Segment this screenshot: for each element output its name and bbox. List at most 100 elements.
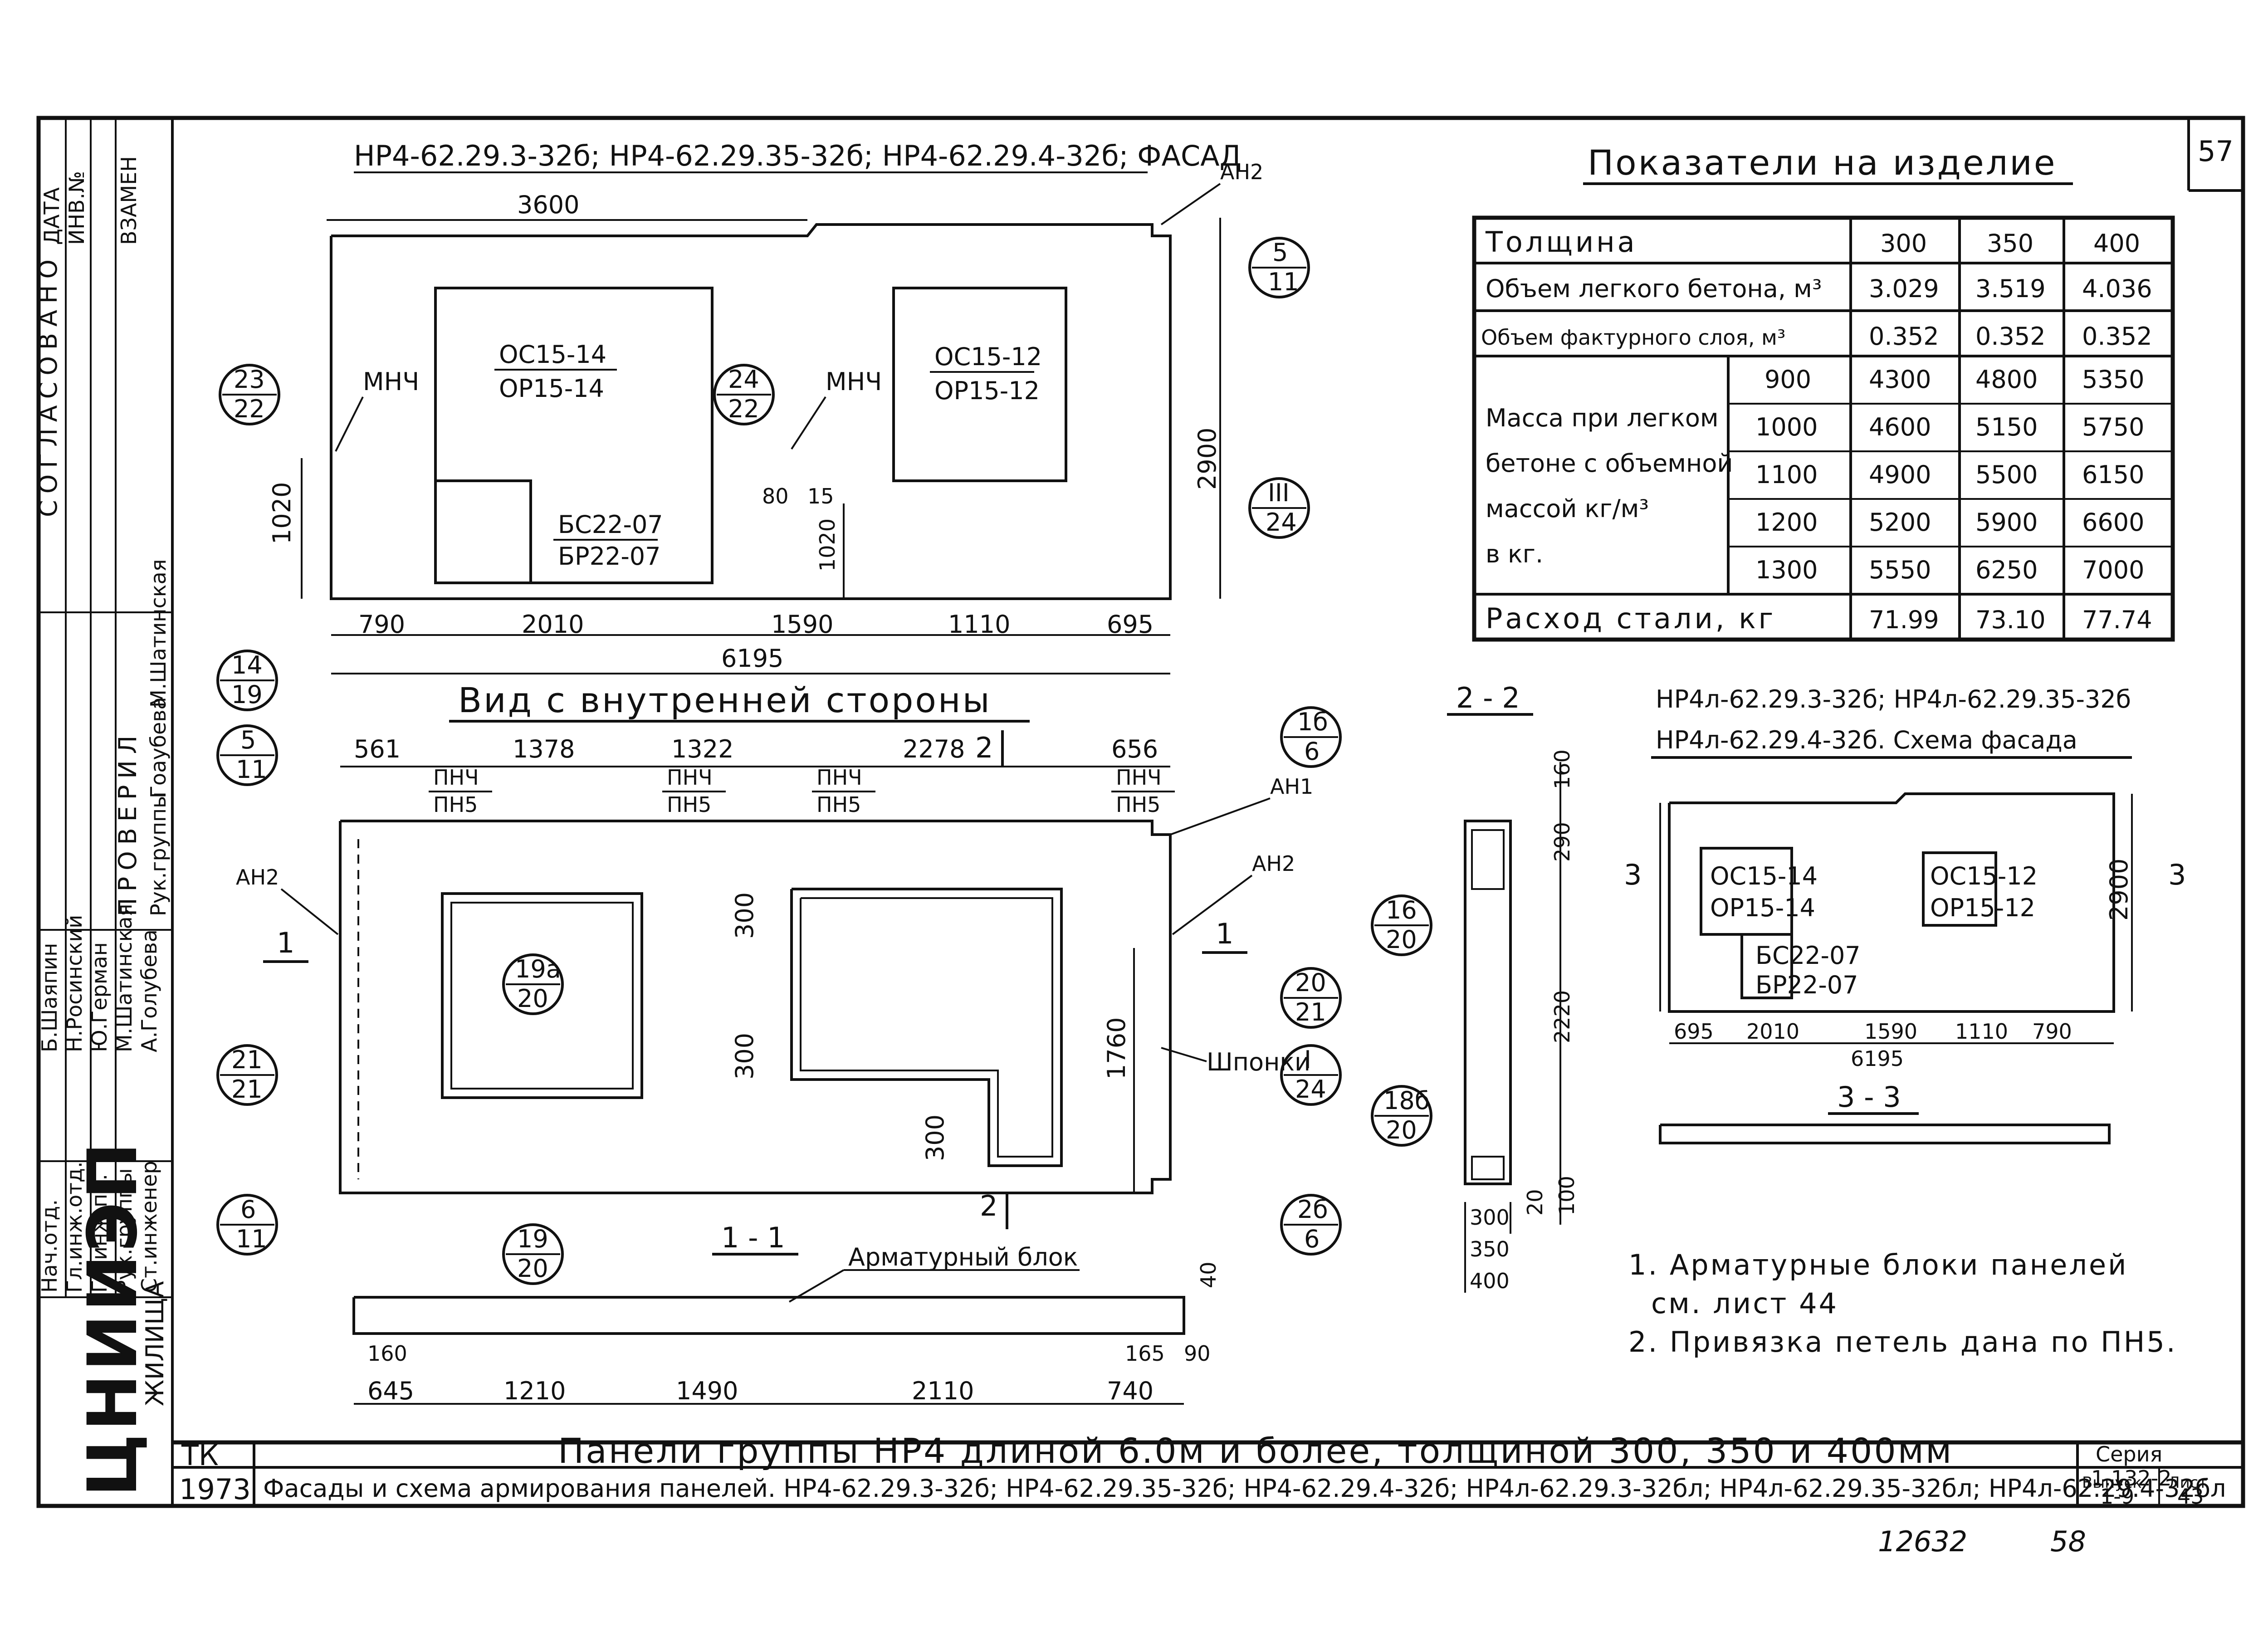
inner-callout-21-21-bottom: 21: [231, 1075, 263, 1104]
inner-an2-left: АН2: [236, 865, 279, 889]
inner-callout-16-20-bottom: 20: [1386, 925, 1417, 954]
facade-callout-5-11: 5 11: [1248, 237, 1310, 298]
section-2-2-bottom-block: [1471, 1156, 1505, 1180]
properties-steel-350: 73.10: [1975, 606, 2046, 634]
stamp-name-2: Н.Росинский: [62, 915, 87, 1052]
inner-callout-6-11: 6 11: [216, 1194, 278, 1256]
facade-callout-III-24-top: III: [1268, 479, 1290, 507]
title-block: ТК 1973 Панели группы НР4 длиной 6.0м и …: [172, 1431, 2243, 1509]
properties-frame: [1472, 215, 2175, 642]
section-2-2-profile: [1464, 820, 1512, 1185]
properties-header-350: 350: [1987, 229, 2033, 258]
loop-3: ПНЧ ПН5: [812, 765, 875, 817]
facade-callout-5-11-top: 5: [1272, 238, 1288, 267]
properties-row-2-300: 0.352: [1869, 322, 1939, 351]
mass-row-1200-density: 1200: [1755, 508, 1818, 537]
inner-callout-5-11: 5 11: [216, 724, 278, 786]
page-number: 58: [2050, 1525, 2086, 1558]
mass-row-900-400: 5350: [2082, 365, 2144, 394]
section-2-2-thickness-400: 400: [1470, 1269, 1510, 1293]
facade-window-1-os: ОС15-14: [499, 340, 606, 369]
inner-callout-16-20: 16 20: [1371, 894, 1432, 956]
facade-callout-23-22: 23 22: [219, 364, 280, 425]
inner-callout-14-19-top: 14: [231, 651, 263, 679]
facade-callout-24-22-bottom: 22: [728, 395, 759, 423]
stamp-org: ЦНИИЭП: [73, 1140, 152, 1497]
inner-section-2-bottom: 2: [980, 1189, 997, 1222]
scheme-title-2: НР4л-62.29.4-32б. Схема фасада: [1656, 726, 2077, 754]
title-block-subtitle: Фасады и схема армирования панелей. НР4-…: [263, 1474, 2226, 1503]
section-2-2-thickness-300: 300: [1470, 1205, 1510, 1230]
section-1-1-dim-5: 740: [1107, 1377, 1154, 1405]
section-1-1-callout: 19 20: [502, 1223, 564, 1285]
left-stamp: ДАТА ИНВ.№ ВЗАМЕН СОГЛАСОВАНО ПРОВЕРИЛ Р…: [34, 118, 174, 1506]
facade-window-1-or: ОР15-14: [499, 374, 604, 403]
inner-callout-1b-6-top: 1б: [1297, 708, 1328, 736]
section-2-2-dim-160: 160: [1550, 749, 1574, 789]
properties-steel-400: 77.74: [2082, 606, 2152, 634]
section-2-2-dim-20: 20: [1523, 1189, 1547, 1216]
section-2-2-dim-2220: 2220: [1550, 990, 1574, 1043]
inner-top-dim-2: 1378: [513, 735, 575, 763]
inner-callout-19a-20: 19а 20: [502, 953, 564, 1015]
mass-row-900-density: 900: [1765, 365, 1811, 394]
scheme-door-cut: [1701, 933, 1793, 999]
mass-row-1100-350: 5500: [1975, 460, 2038, 489]
facade-window-2-os: ОС15-12: [934, 342, 1042, 371]
properties-mass-label-1: Масса при легком: [1486, 404, 1719, 432]
facade-window-2-or: ОР15-12: [934, 376, 1040, 405]
scheme-title-1: НР4л-62.29.3-32б; НР4л-62.29.35-32б: [1656, 685, 2131, 713]
properties-header-label: Толщина: [1485, 225, 1637, 259]
scheme-window-1-or: ОР15-14: [1710, 894, 1815, 922]
stamp-checked-name-1: Гоаубева: [146, 697, 171, 798]
mass-row-1300-400: 7000: [2082, 556, 2144, 584]
sheet-number: 57: [2198, 135, 2234, 168]
section-1-1-title: 1 - 1: [721, 1221, 785, 1254]
inner-section-1-right: 1: [1216, 917, 1233, 950]
scheme-section-3-3: [1659, 1124, 2111, 1144]
mass-row-1200-300: 5200: [1869, 508, 1931, 537]
inner-callout-18b-20-top: 18б: [1383, 1086, 1430, 1115]
note-1-cont: см. лист 44: [1651, 1287, 1838, 1320]
inner-callout-14-19: 14 19: [216, 650, 278, 711]
loop-2: ПНЧ ПН5: [662, 765, 726, 817]
scheme-window-1-os: ОС15-14: [1710, 862, 1818, 890]
properties-title: Показатели на изделие: [1588, 142, 2057, 183]
facade-mnch-1-leader: [335, 396, 364, 452]
inner-callout-6-11-bottom: 11: [236, 1225, 267, 1253]
section-2-2: 2 - 2 160 290 2220 20 100 300 350 400: [1447, 681, 1579, 1293]
inner-callout-18b-20-bottom: 20: [1386, 1116, 1417, 1144]
inner-callout-1b-6: 1б 6: [1280, 706, 1342, 768]
facade-total-dim: 6195: [721, 644, 783, 673]
title-block-tk: ТК: [181, 1439, 219, 1472]
mass-row-900-300: 4300: [1869, 365, 1931, 394]
facade-door-br: БР22-07: [558, 542, 661, 571]
mass-row-1100-density: 1100: [1755, 460, 1818, 489]
facade-dim-2900: 2900: [1193, 428, 1222, 490]
inner-side-dim-3: 300: [921, 1114, 949, 1161]
inner-side-dim-1: 300: [730, 892, 759, 939]
scheme-section-3-3-title: 3 - 3: [1837, 1080, 1901, 1114]
inner-callout-14-19-bottom: 19: [231, 680, 263, 709]
properties-row-2-400: 0.352: [2082, 322, 2152, 351]
section-1-1-outline: [352, 1296, 1185, 1335]
facade-bottom-dim-5: 695: [1107, 610, 1154, 639]
scheme-dim-1: 695: [1674, 1019, 1714, 1044]
inner-callout-20-21-top: 20: [1295, 968, 1326, 997]
section-1-1: 1 - 1 Арматурный блок 19 20 40 160 165 9…: [352, 1221, 1221, 1405]
scheme-dim-4: 1110: [1955, 1019, 2008, 1044]
mass-row-1100: 1100 4900 5500 6150: [1755, 460, 2144, 489]
loop-2-top: ПНЧ: [667, 765, 713, 790]
inner-callout-21-21-top: 21: [231, 1046, 263, 1074]
inner-top-dim-1: 561: [354, 735, 401, 763]
section-1-1-dim-40: 40: [1196, 1261, 1221, 1288]
facade-callout-III-24: III 24: [1248, 477, 1310, 539]
inner-panel-outline: [339, 820, 1172, 1194]
scheme-dim-3: 1590: [1864, 1019, 1917, 1044]
inner-callout-I-24: I 24: [1280, 1044, 1342, 1106]
properties-mass-label-3: массой кг/м³: [1486, 494, 1649, 523]
stamp-role-3: Гл.инж.пр.: [87, 1174, 112, 1293]
stamp-inv: ИНВ.№: [64, 171, 89, 245]
title-block-sheet-label: Лист: [2168, 1474, 2207, 1492]
mass-row-900-350: 4800: [1975, 365, 2038, 394]
